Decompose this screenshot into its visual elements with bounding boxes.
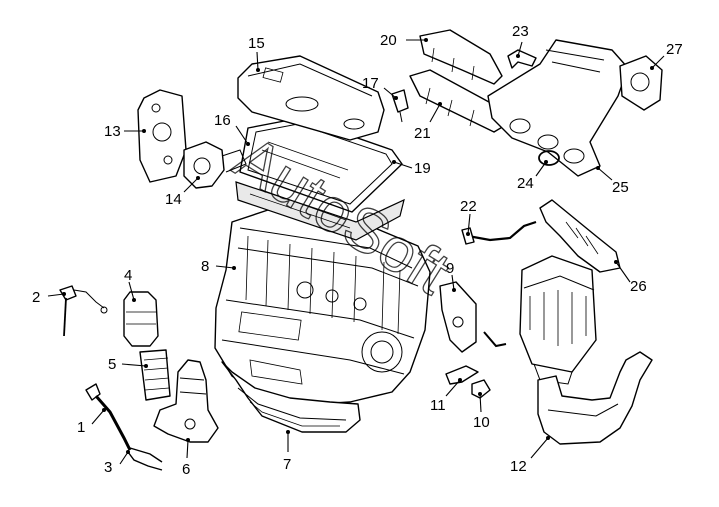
oil-pan <box>221 361 361 433</box>
callout-21: 21 <box>414 125 431 142</box>
air-filter-box <box>519 255 597 385</box>
callout-2: 2 <box>32 289 40 306</box>
callout-14: 14 <box>165 191 182 208</box>
callout-5: 5 <box>108 356 116 373</box>
callout-22: 22 <box>460 198 477 215</box>
callout-1: 1 <box>77 419 85 436</box>
callout-11: 11 <box>430 397 446 414</box>
callout-19: 19 <box>414 160 431 177</box>
timing-cover <box>137 89 187 183</box>
callout-6: 6 <box>182 461 190 478</box>
callout-10: 10 <box>473 414 490 431</box>
o-ring <box>538 150 560 166</box>
callout-12: 12 <box>510 458 527 475</box>
callout-25: 25 <box>612 179 629 196</box>
leader-lines <box>47 38 665 465</box>
filter-housing-6 <box>153 359 219 443</box>
dipstick-1 <box>85 383 132 451</box>
callout-24: 24 <box>517 175 534 192</box>
callout-17: 17 <box>362 75 379 92</box>
cylinder-head <box>235 181 405 241</box>
thermostat-housing <box>183 141 247 189</box>
fuel-rail <box>419 29 503 85</box>
callout-15: 15 <box>248 35 265 52</box>
oil-filter-5 <box>139 349 171 401</box>
callout-20: 20 <box>380 32 397 49</box>
clip-11 <box>445 365 479 385</box>
callout-labels: 1 2 3 4 5 6 7 8 9 10 11 12 13 14 15 16 1… <box>32 23 683 478</box>
callout-27: 27 <box>666 41 683 58</box>
cap-10 <box>471 379 491 399</box>
sensor-17 <box>391 89 409 123</box>
bracket-9 <box>439 281 477 353</box>
dipstick-3 <box>127 447 163 471</box>
engine-block <box>214 209 431 405</box>
valve-cover <box>237 55 385 141</box>
callout-23: 23 <box>512 23 529 40</box>
oil-filter-housing-4 <box>123 291 159 347</box>
callout-16: 16 <box>214 112 231 129</box>
callout-9: 9 <box>446 260 454 277</box>
callout-3: 3 <box>104 459 112 476</box>
callout-8: 8 <box>201 258 209 275</box>
callout-7: 7 <box>283 456 291 473</box>
callout-26: 26 <box>630 278 647 295</box>
intake-manifold <box>487 39 629 177</box>
callout-13: 13 <box>104 123 121 140</box>
breather-hose-22 <box>461 220 537 245</box>
air-duct <box>537 351 653 445</box>
sensor-2 <box>59 285 108 337</box>
hose-23 <box>507 49 537 69</box>
callout-4: 4 <box>124 267 132 284</box>
hose-clamp <box>483 331 507 348</box>
